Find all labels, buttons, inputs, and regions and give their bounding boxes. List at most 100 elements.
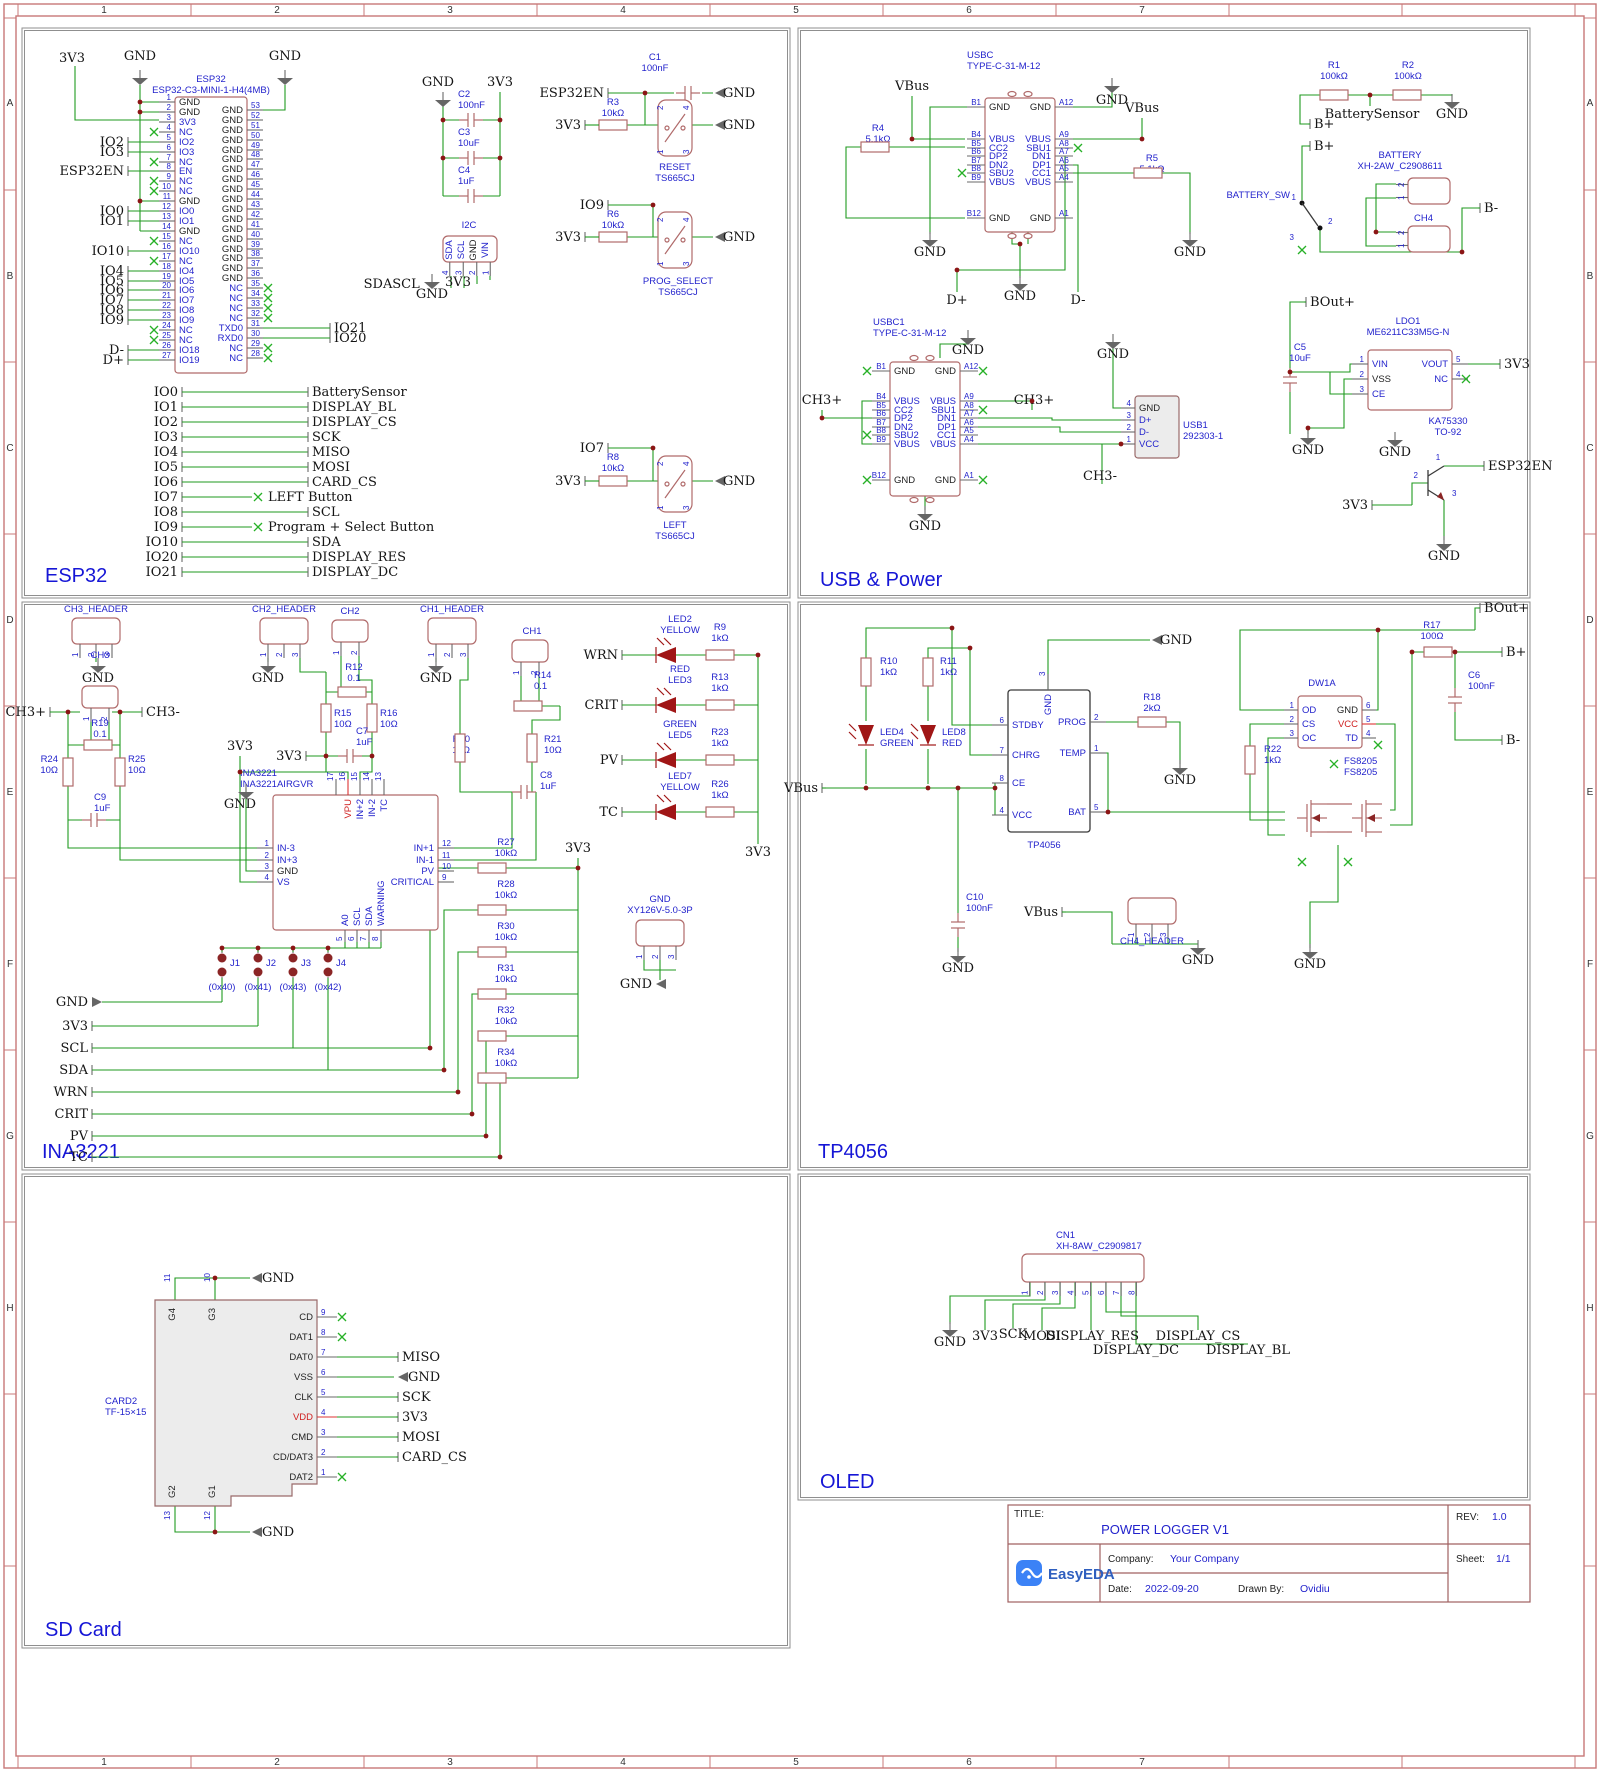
pin-name: VSS (1372, 374, 1391, 385)
pin-number: 17 (162, 252, 171, 261)
label: GND (269, 49, 301, 64)
net-port-3V3: 3V3 (555, 118, 581, 133)
pin-number: 30 (251, 329, 260, 338)
pin-number: 2 (1397, 230, 1406, 235)
pin-name: GND (222, 204, 243, 215)
pin-name: NC (229, 353, 243, 364)
pin-name: CHRG (1012, 750, 1040, 761)
jumper-pad (288, 953, 298, 963)
label: 12 (203, 1511, 212, 1520)
junction-dot (650, 445, 656, 451)
pin-number: 1 (259, 652, 268, 657)
connector (81, 685, 119, 709)
ground-flag (656, 979, 666, 989)
ground-symbol (922, 240, 938, 247)
wires-oled (949, 1282, 1248, 1345)
led (656, 647, 676, 663)
label: PROG_SELECT (643, 276, 713, 287)
label: (0x42) (315, 982, 342, 993)
pin-name: VBUS (930, 396, 956, 407)
pin-name: SCL (352, 908, 363, 926)
label: SCL (392, 277, 420, 292)
io-target: SCK (312, 430, 341, 445)
pin-number: 53 (251, 101, 260, 110)
pin-name: NC (229, 303, 243, 314)
pin-name: GND (222, 184, 243, 195)
button (664, 125, 670, 131)
label: DISPLAY_RES (1045, 1329, 1139, 1344)
connector (635, 919, 685, 947)
section-title-sdcard: SD Card (45, 1619, 122, 1641)
pin-name: OC (1302, 733, 1316, 744)
pin-number: 5 (321, 1388, 326, 1397)
pin-number: 5 (167, 133, 172, 142)
label: GND (262, 1525, 294, 1540)
section-border (800, 1176, 1528, 1498)
switch (1317, 225, 1323, 231)
pin-number: 8 (371, 936, 380, 941)
section-title-esp32: ESP32 (45, 565, 107, 587)
pin-number: A4 (1059, 173, 1069, 182)
net-port-SCK: SCK (402, 1390, 431, 1405)
label: SDA (444, 240, 455, 260)
wire-layer (67, 66, 1500, 1533)
pin-number: 1 (656, 149, 665, 154)
pin-name: GND (222, 115, 243, 126)
led-arrow (663, 742, 672, 751)
pin-number: B1 (971, 98, 981, 107)
pin-name: WARNING (376, 880, 387, 926)
label: DISPLAY_BL (1206, 1343, 1290, 1358)
label: 10Ω (334, 719, 352, 730)
title-block-border (1007, 1504, 1531, 1603)
label: GND (1428, 549, 1460, 564)
io-target: Program + Select Button (268, 520, 435, 535)
pin-name: DAT1 (289, 1332, 313, 1343)
pin-name: GND (989, 213, 1010, 224)
label: XH-2AW_C2908611 (1357, 161, 1442, 172)
no-connect-x (862, 366, 872, 376)
pin-number: 43 (251, 200, 260, 209)
pin-number: 28 (251, 349, 260, 358)
pin-name: GND (222, 164, 243, 175)
ruler-col-6: 6 (966, 5, 972, 16)
label: GND (82, 671, 114, 686)
ruler-col-1: 1 (101, 5, 107, 16)
pin-name: SDA (364, 906, 375, 926)
pin-name: DP2 (894, 413, 912, 424)
pin-number: 2 (656, 217, 665, 222)
no-connect-x (149, 157, 159, 167)
label: 1uF (540, 781, 557, 792)
pin-number: B9 (876, 435, 886, 444)
pin-number: 2 (656, 461, 665, 466)
no-connect-x (263, 283, 273, 293)
ruler-row-H: H (6, 1303, 13, 1314)
junction-dot (441, 1067, 447, 1073)
pin-number: 33 (251, 299, 260, 308)
ground-symbol (90, 666, 106, 673)
button (664, 481, 670, 487)
label: YELLOW (660, 782, 700, 793)
ground-symbol (1302, 952, 1318, 959)
pin-number: B9 (971, 173, 981, 182)
pin-number: 2 (167, 103, 172, 112)
pin-number: 2 (265, 851, 270, 860)
pin-number: 21 (162, 291, 171, 300)
resistor (477, 1072, 507, 1084)
pin-name: VBUS (894, 439, 920, 450)
pin-number: 8 (1127, 1290, 1136, 1295)
label: DISPLAY_CS (1156, 1329, 1241, 1344)
label: KA75330 (1428, 416, 1467, 427)
junction-dot (369, 753, 375, 759)
label: TYPE-C-31-M-12 (873, 328, 946, 339)
pin-number: A8 (1059, 139, 1069, 148)
ground-flag (252, 1527, 262, 1537)
net-port-IO0: IO0 (100, 204, 124, 219)
ground-symbol (428, 666, 444, 673)
pin-name: TEMP (1060, 748, 1086, 759)
label: GND (416, 287, 448, 302)
pin-number: 9 (321, 1308, 326, 1317)
label: R6 (607, 209, 619, 220)
ground-symbol (1436, 544, 1452, 551)
pin-number: 3 (291, 652, 300, 657)
